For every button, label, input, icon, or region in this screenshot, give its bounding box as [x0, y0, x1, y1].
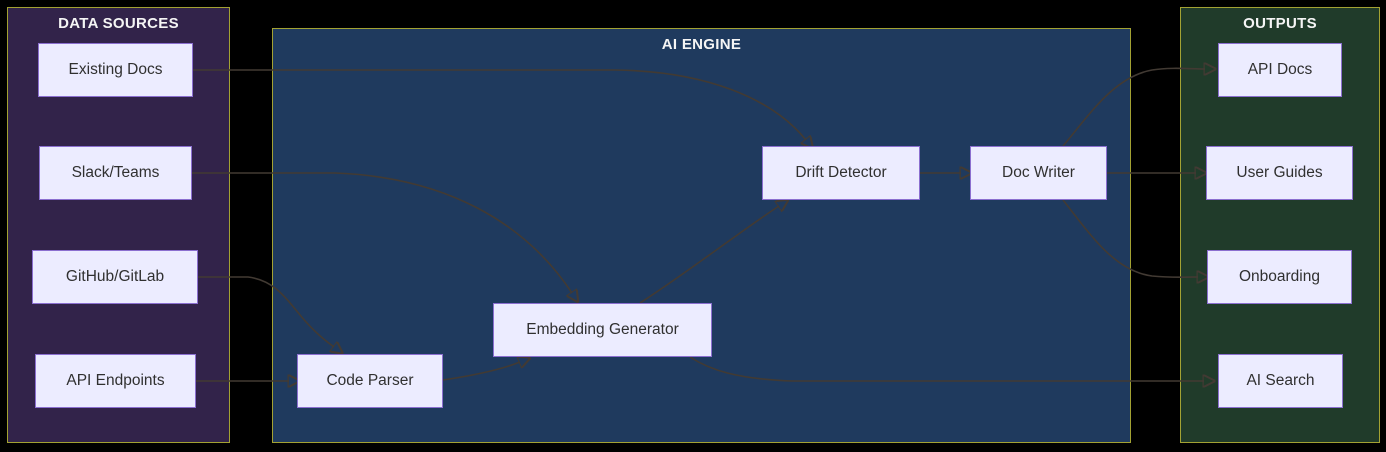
edge-doc-writer-to-api-docs [1062, 68, 1205, 147]
panel-ai-engine-title: AI ENGINE [661, 36, 742, 53]
node-api-docs: API Docs [1218, 43, 1342, 97]
node-user-guides-label: User Guides [1236, 164, 1323, 181]
panel-outputs-title: OUTPUTS [1243, 15, 1317, 32]
edge-github-gitlab-to-code-parser [198, 276, 334, 347]
node-doc-writer: Doc Writer [970, 146, 1107, 200]
node-drift-detector-label: Drift Detector [795, 164, 887, 181]
node-code-parser-label: Code Parser [326, 372, 414, 389]
panel-data-sources-title: DATA SOURCES [58, 15, 179, 32]
node-doc-writer-label: Doc Writer [1002, 164, 1075, 181]
node-embedding-generator: Embedding Generator [493, 303, 712, 357]
node-onboarding: Onboarding [1207, 250, 1352, 304]
edge-doc-writer-to-onboarding [1062, 199, 1198, 277]
node-ai-search-label: AI Search [1246, 372, 1315, 389]
edge-existing-docs-to-drift-detector [193, 69, 806, 140]
node-existing-docs-label: Existing Docs [68, 61, 163, 78]
node-existing-docs: Existing Docs [38, 43, 193, 97]
node-drift-detector: Drift Detector [762, 146, 920, 200]
node-api-docs-label: API Docs [1247, 61, 1313, 78]
node-slack-teams-label: Slack/Teams [71, 164, 160, 181]
node-embedding-generator-label: Embedding Generator [526, 321, 679, 338]
edge-code-parser-to-embedding-generator [442, 362, 520, 381]
edge-embedding-generator-to-drift-detector [639, 206, 779, 304]
node-ai-search: AI Search [1218, 354, 1343, 408]
node-onboarding-label: Onboarding [1238, 268, 1320, 285]
node-api-endpoints-label: API Endpoints [66, 372, 165, 389]
edge-embedding-generator-to-ai-search [689, 356, 1204, 381]
edge-slack-teams-to-embedding-generator [192, 172, 572, 293]
node-user-guides: User Guides [1206, 146, 1353, 200]
node-code-parser: Code Parser [297, 354, 443, 408]
node-api-endpoints: API Endpoints [35, 354, 196, 408]
node-github-gitlab-label: GitHub/GitLab [65, 268, 165, 285]
node-slack-teams: Slack/Teams [39, 146, 192, 200]
node-github-gitlab: GitHub/GitLab [32, 250, 198, 304]
